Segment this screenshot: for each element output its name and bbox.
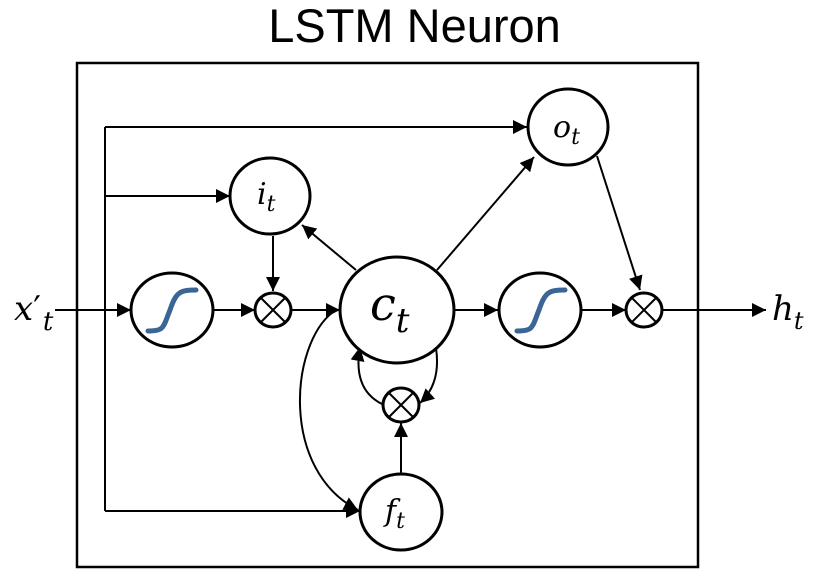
cell-to-output-gate	[436, 156, 535, 271]
input-gate-node	[228, 156, 312, 236]
multiply-icon	[388, 392, 414, 418]
multiply-icon	[631, 297, 657, 323]
input-label: x′t	[14, 289, 54, 337]
output-gate-label: ot	[553, 110, 580, 150]
cell-input-to-forget-gate	[298, 311, 359, 511]
diagram-title: LSTM Neuron	[268, 0, 561, 52]
cell-state-label: ct	[370, 277, 410, 341]
output-gate-to-multiply	[596, 155, 643, 291]
sigmoid-icon	[145, 287, 199, 334]
forget-gate-node	[358, 472, 444, 552]
forget-multiply-to-cell	[350, 346, 385, 406]
sigmoid-icon	[514, 287, 568, 334]
neuron-boundary	[75, 61, 700, 569]
cell-to-input-gate	[301, 224, 357, 271]
multiply-icon	[260, 297, 286, 323]
input-gate-label: it	[257, 177, 276, 217]
cell-to-forget-multiply	[419, 347, 438, 404]
output-label: ht	[772, 289, 804, 335]
cell-state-node	[338, 255, 456, 365]
output-gate-node	[526, 87, 610, 167]
